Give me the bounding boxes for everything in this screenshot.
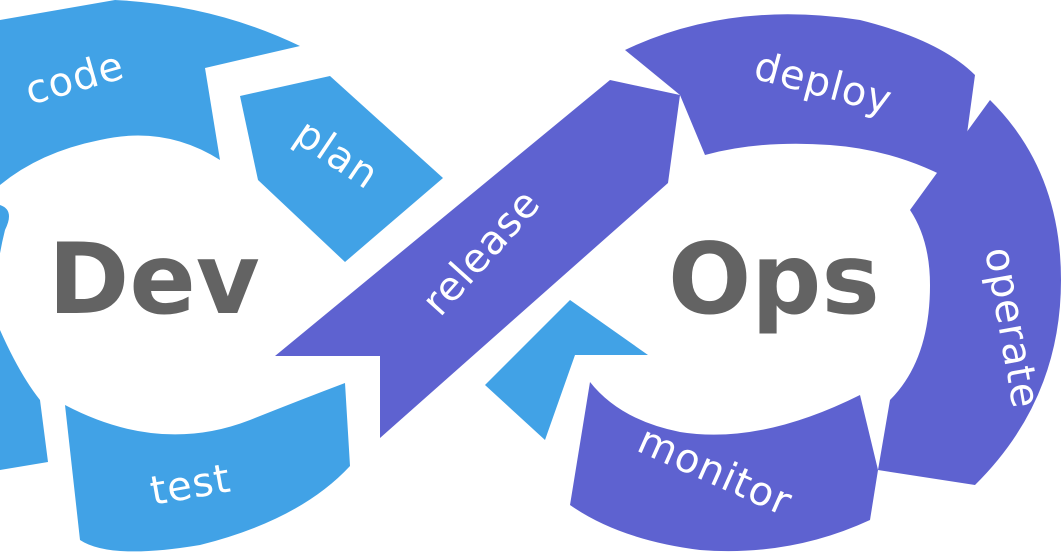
dev-lower-left-segment xyxy=(0,330,48,470)
plan-segment xyxy=(240,76,443,262)
dev-loop xyxy=(0,0,443,552)
deploy-segment xyxy=(625,14,975,186)
dev-left-arc-segment xyxy=(0,205,9,330)
ops-title: Ops xyxy=(668,223,880,337)
monitor-segment xyxy=(570,382,878,552)
operate-segment xyxy=(878,100,1061,485)
release-segment xyxy=(275,80,680,438)
ops-blue-arrow-segment xyxy=(485,300,648,440)
dev-title: Dev xyxy=(48,223,260,337)
code-segment xyxy=(0,0,300,185)
ops-loop xyxy=(275,14,1061,552)
test-segment xyxy=(65,383,350,552)
